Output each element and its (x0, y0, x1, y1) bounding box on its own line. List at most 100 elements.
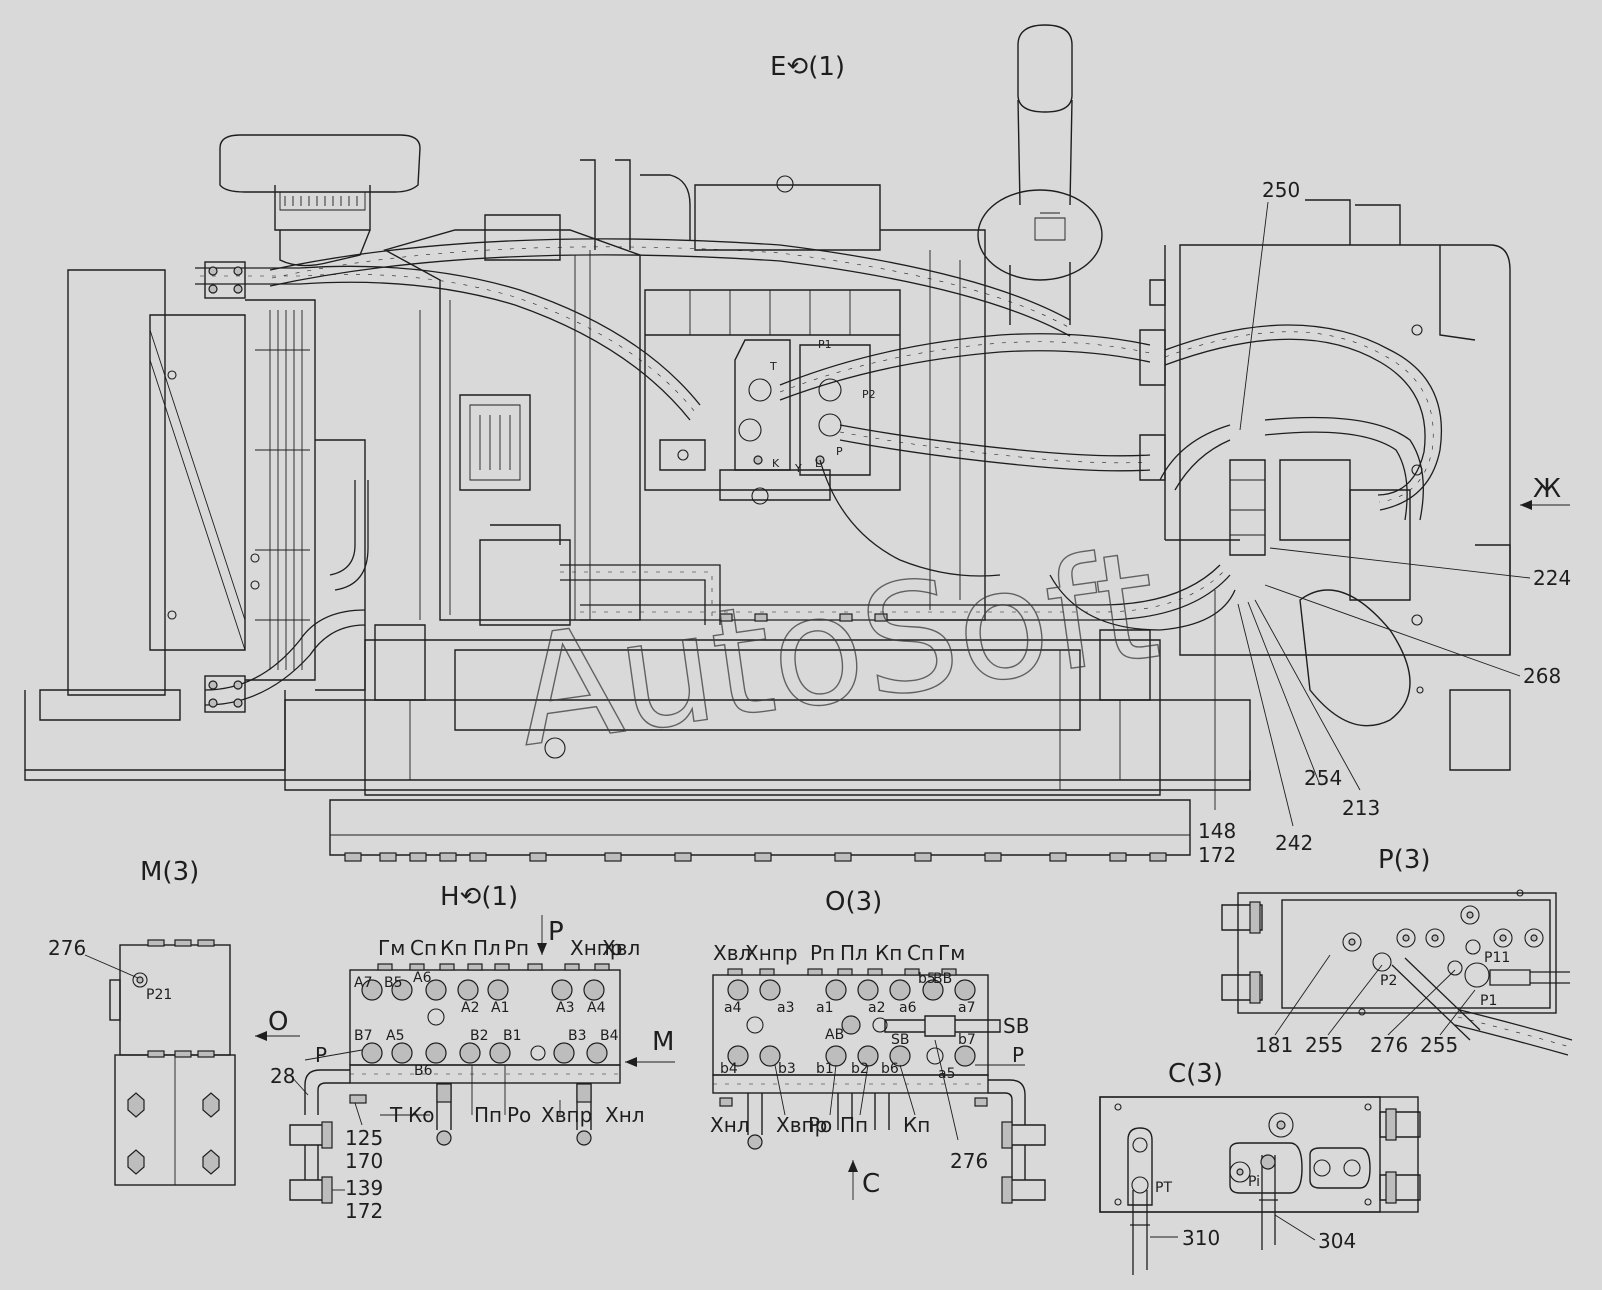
view-n-row1-nuts (361, 979, 605, 1026)
view-n-title: Н⟲(1) (440, 882, 518, 912)
view-o-direction-s: С (862, 1169, 880, 1199)
callout-170: 170 (345, 1149, 383, 1173)
callout-148: 148 (1198, 819, 1236, 843)
view-o-bottom-labels: Хнл Хвпр Ро Пп Кп (710, 1113, 930, 1137)
view-o-top-bolts (727, 968, 957, 976)
view-o-port-b7: b7 (958, 1032, 976, 1048)
callout-276-o: 276 (950, 1149, 988, 1173)
view-p-port-p11: P11 (1484, 950, 1510, 966)
main-port-p1: P1 (818, 338, 832, 351)
callout-125: 125 (345, 1126, 383, 1150)
view-n-label-khnpr: Хнпр (570, 936, 623, 960)
callout-250: 250 (1262, 178, 1300, 202)
view-o-top-labels: Хвл Хнпр Рп Пл Кп Сп Гм (713, 941, 965, 965)
view-n-port-a3: A3 (556, 1000, 574, 1016)
view-n-port-b1: B1 (503, 1028, 522, 1044)
view-o-row2-labels: b4 b3 b1 AB b2 SB b6 b7 a5 (720, 1027, 976, 1082)
main-callouts: 250 224 268 213 254 242 148 172 (1198, 178, 1571, 867)
view-n-label-gm: Гм (378, 936, 405, 960)
hoses (195, 238, 1443, 706)
view-o-label-p: Р (1012, 1043, 1024, 1067)
view-n-direction-m: М (652, 1027, 674, 1057)
view-n-label-khvl: Хвл (602, 936, 640, 960)
callout-268: 268 (1523, 664, 1561, 688)
view-direction-zh: Ж (1520, 474, 1570, 510)
view-o-label-khnl: Хнл (710, 1113, 750, 1137)
view-n-label-khnl: Хнл (605, 1103, 645, 1127)
callout-172-n: 172 (345, 1199, 383, 1223)
base-bolts (344, 852, 1167, 862)
watermark: AutoSoft (506, 519, 1168, 781)
view-o-row2-nuts (727, 1015, 976, 1067)
view-o-port-b5: b5 (918, 971, 936, 987)
view-o-port-b6: b6 (881, 1061, 899, 1077)
view-m: М(3) P21 276 О (48, 857, 300, 1186)
view-o-label-pl: Пл (840, 941, 868, 965)
view-o-port-a2: a2 (868, 1000, 886, 1016)
main-port-t: T (769, 360, 777, 373)
view-n-port-b5: B5 (384, 975, 403, 991)
view-o-row1-labels: a4 a3 a1 a2 a6 b5 BB a7 (724, 971, 976, 1016)
view-n-label-ro: Ро (507, 1103, 531, 1127)
main-port-p: P (836, 445, 843, 458)
main-port-p2: P2 (862, 388, 876, 401)
air-filter (219, 134, 421, 267)
view-n-port-b6: B6 (414, 1063, 433, 1079)
callout-304: 304 (1318, 1229, 1356, 1253)
view-o-label-ro: Ро (808, 1113, 832, 1137)
view-n-row1-labels: A7 B5 A6 A2 A1 A3 A4 (354, 970, 606, 1016)
exhaust-pipe (977, 24, 1103, 325)
view-o-title: О(3) (825, 887, 882, 917)
main-port-k: K (772, 457, 780, 470)
control-valve-block: T P1 P2 K Y L P (644, 289, 901, 505)
view-n-direction-p: Р (548, 917, 564, 947)
callout-181: 181 (1255, 1033, 1293, 1057)
view-o-port-a4: a4 (724, 1000, 742, 1016)
view-n-port-a1: A1 (491, 1000, 509, 1016)
view-n-label-rp: Рп (504, 936, 529, 960)
callout-242: 242 (1275, 831, 1313, 855)
view-o-label-khvl: Хвл (713, 941, 751, 965)
view-o-port-b4: b4 (720, 1061, 738, 1077)
view-o-label-kp-bottom: Кп (903, 1113, 930, 1137)
view-n-label-pl: Пл (473, 936, 501, 960)
main-view: Е⟲(1) (24, 24, 1571, 867)
callout-276-p: 276 (1370, 1033, 1408, 1057)
view-n-label-khvpr: Хвпр (541, 1103, 592, 1127)
view-o-port-a6: a6 (899, 1000, 917, 1016)
view-n-label-pp: Пп (474, 1103, 502, 1127)
view-n-top-labels: Гм Сп Кп Пл Рп Хнпр Хвл (378, 936, 640, 960)
callout-172-main: 172 (1198, 843, 1236, 867)
view-o-label-sb-fitting: SB (1003, 1014, 1029, 1038)
view-n-port-b4: B4 (600, 1028, 619, 1044)
view-o-port-b1: b1 (816, 1061, 834, 1077)
view-o-label-kp: Кп (875, 941, 902, 965)
view-m-port-p21: P21 (146, 987, 172, 1003)
view-n-port-b3: B3 (568, 1028, 587, 1044)
view-n-port-a5: A5 (386, 1028, 404, 1044)
view-n-row2-labels: B7 A5 B6 B2 B1 B3 B4 (354, 1028, 619, 1079)
view-o-row1-nuts (727, 979, 976, 1034)
view-o-label-khvpr: Хвпр (776, 1113, 827, 1137)
frame-base (24, 624, 1424, 862)
view-n-row2-nuts (361, 1042, 608, 1064)
callout-213: 213 (1342, 796, 1380, 820)
view-s-port-pi: Pi (1248, 1174, 1260, 1190)
radiator-fittings (204, 261, 246, 713)
callout-254: 254 (1304, 766, 1342, 790)
view-o-label-sp: Сп (907, 941, 934, 965)
view-p-port-p2: P2 (1380, 973, 1397, 989)
view-n: Н⟲(1) Р Гм Сп Кп Пл (270, 882, 675, 1223)
view-o-label-khnpr: Хнпр (745, 941, 798, 965)
view-m-title: М(3) (140, 857, 199, 887)
view-p-title: Р(3) (1378, 845, 1431, 875)
view-o-port-a1: a1 (816, 1000, 834, 1016)
view-m-direction-o: О (268, 1007, 288, 1037)
view-o-port-bb: BB (933, 971, 952, 987)
hydraulic-tank (1139, 199, 1511, 771)
view-n-port-a6: A6 (413, 970, 432, 986)
view-n-label-p: Р (315, 1043, 327, 1067)
view-o-label-rp: Рп (810, 941, 835, 965)
